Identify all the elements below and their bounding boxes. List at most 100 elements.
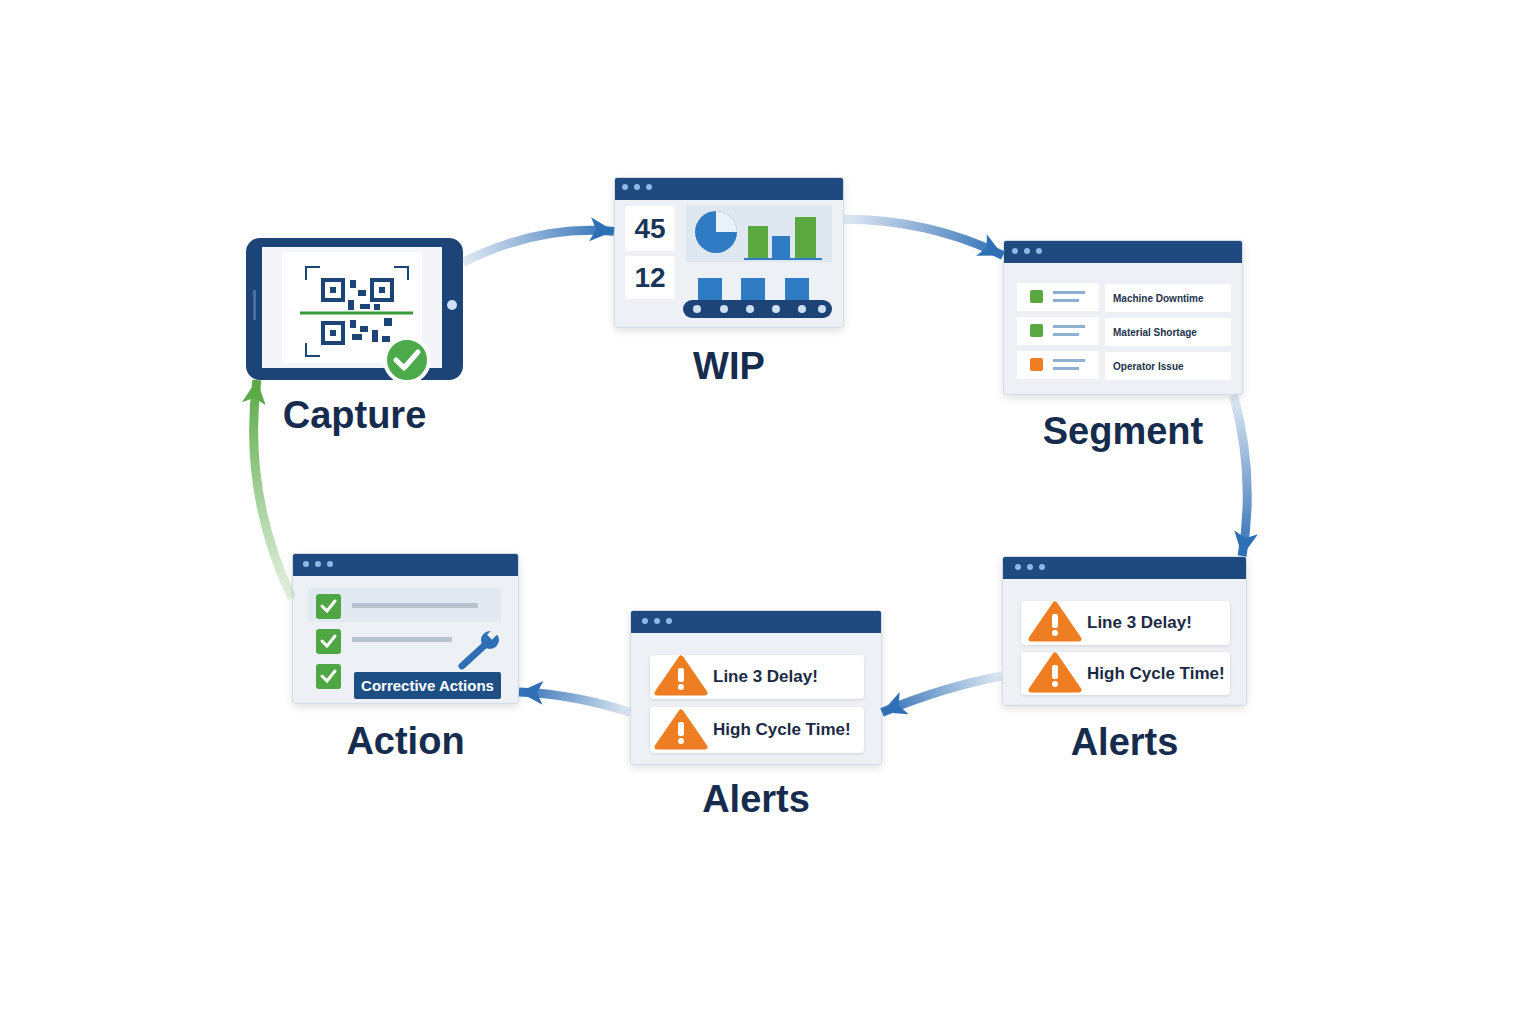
text-line (1053, 291, 1085, 294)
pie-chart (695, 211, 737, 253)
conveyor-roller (798, 305, 806, 313)
stage-label: Alerts (1071, 719, 1179, 765)
count-box: 12 (625, 256, 675, 299)
window-card: WIP4512 (614, 177, 844, 328)
window-dot (622, 184, 628, 190)
window-dot (1024, 248, 1030, 254)
qr-module (352, 334, 362, 340)
stage-label: Capture (283, 392, 427, 438)
conveyor-box (741, 278, 765, 300)
item-text: High Cycle Time! (713, 720, 851, 740)
check-badge (385, 338, 429, 382)
qr-module (372, 330, 378, 342)
status-square (1030, 358, 1043, 371)
window-dot (1027, 564, 1033, 570)
action-button: Corrective Actions (354, 672, 501, 699)
text-line (1053, 359, 1085, 362)
warning-mark (1052, 665, 1058, 679)
screen-panel (282, 252, 422, 363)
alert-box: Line 3 Delay! (1021, 601, 1230, 645)
item-text: Material Shortage (1113, 327, 1197, 338)
alert-box: Line 3 Delay! (650, 655, 864, 699)
warning-mark (1052, 630, 1058, 636)
category-row: Machine Downtime (1105, 284, 1231, 312)
row-cell (1017, 317, 1099, 345)
wrench-head (481, 631, 499, 649)
text-line (1053, 367, 1079, 370)
checkbox-tick (322, 636, 335, 646)
item-text: Corrective Actions (361, 677, 494, 694)
check-mark (396, 352, 418, 368)
status-square (1030, 324, 1043, 337)
qr-module (360, 304, 370, 309)
stage-label: Action (346, 718, 464, 764)
warning-mark (678, 668, 684, 682)
qr-module (358, 290, 366, 296)
warning-mark (678, 684, 684, 690)
bar (795, 217, 816, 258)
warning-mark (1052, 681, 1058, 687)
count-box: 45 (625, 206, 675, 251)
conveyor-box (785, 278, 809, 300)
qr-finder (323, 280, 343, 300)
chart-panel (686, 205, 832, 262)
status-square (1030, 290, 1043, 303)
window-card: AlertsLine 3 Delay!High Cycle Time! (630, 610, 882, 765)
flow-arrow (844, 219, 1003, 255)
text-line (352, 637, 452, 642)
checkbox-tick (322, 601, 335, 611)
window-dot (303, 561, 309, 567)
alert-box: High Cycle Time! (1021, 652, 1230, 695)
conveyor-roller (746, 305, 754, 313)
text-line (1053, 299, 1079, 302)
warning-mark (678, 722, 684, 736)
window-dot (1012, 248, 1018, 254)
warning-triangle (657, 712, 705, 747)
text-line (1053, 325, 1085, 328)
qr-finder (330, 287, 336, 293)
stage-label: Alerts (702, 776, 810, 822)
qr-module (350, 320, 356, 328)
qr-module (382, 336, 390, 342)
scan-line (300, 312, 413, 315)
text-line (1053, 333, 1079, 336)
qr-finder (372, 280, 392, 300)
item-text: 45 (634, 213, 665, 245)
warning-triangle (1031, 604, 1079, 639)
warning-triangle (1031, 655, 1079, 690)
qr-module (348, 300, 354, 310)
item-text: Operator Issue (1113, 361, 1184, 372)
conveyor-roller (818, 305, 826, 313)
item-text: Line 3 Delay! (713, 667, 818, 687)
stage-label: WIP (693, 343, 765, 389)
conveyor-roller (693, 305, 701, 313)
conveyor-box (698, 278, 722, 300)
warning-mark (1052, 614, 1058, 628)
window-card: AlertsLine 3 Delay!High Cycle Time! (1002, 556, 1247, 706)
conveyor-belt (683, 300, 832, 318)
text-line (352, 603, 478, 608)
row-cell (1017, 283, 1099, 311)
window-card: SegmentMachine DowntimeMaterial Shortage… (1003, 240, 1243, 395)
window-dot (1015, 564, 1021, 570)
chart-axis (744, 258, 822, 260)
item-text: Line 3 Delay! (1087, 613, 1192, 633)
conveyor-roller (772, 305, 780, 313)
category-row: Material Shortage (1105, 318, 1231, 346)
tablet-screen (262, 247, 442, 368)
flow-arrow (1233, 395, 1247, 556)
home-button (447, 300, 457, 310)
flow-arrow (882, 676, 1002, 712)
item-text: Machine Downtime (1113, 293, 1204, 304)
warning-triangle (657, 658, 705, 693)
checkbox (316, 594, 341, 619)
window-card: ActionCorrective Actions (292, 553, 519, 704)
qr-finder (323, 323, 343, 343)
flow-arrow (463, 230, 614, 262)
qr-finder (330, 330, 336, 336)
wrench-notch (487, 629, 498, 640)
wrench-handle (462, 644, 486, 666)
